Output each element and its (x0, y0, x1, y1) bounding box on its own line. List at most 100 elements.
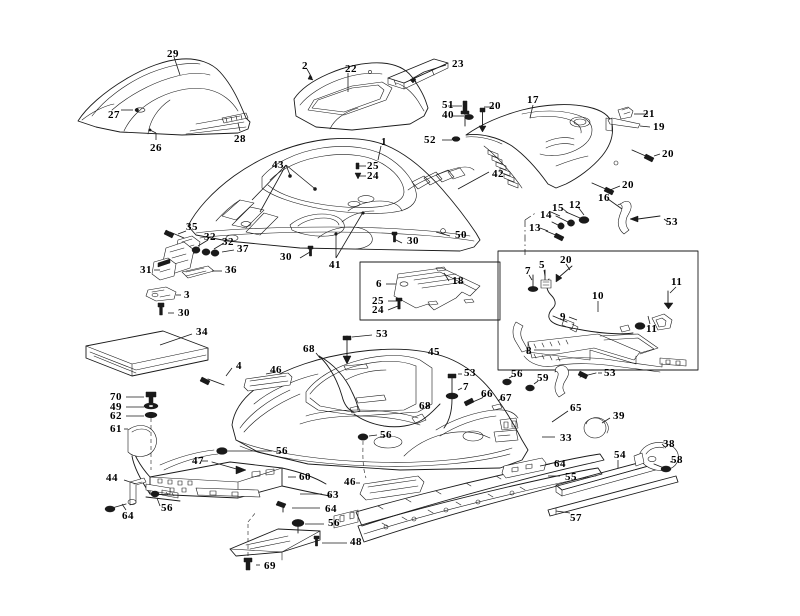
callout-35: 35 (186, 221, 198, 233)
callout-51: 51 (442, 99, 454, 111)
fastener-70 (145, 391, 157, 404)
fastener-7-b (445, 392, 459, 400)
callout-13: 13 (529, 222, 541, 234)
inset-bracket-detail-box (359, 261, 501, 321)
callout-7-b: 7 (463, 381, 469, 393)
callout-20-c: 20 (622, 179, 634, 191)
fastener-15 (555, 215, 575, 227)
callout-26: 26 (150, 142, 162, 154)
callout-65: 65 (570, 402, 582, 414)
callout-23: 23 (452, 58, 464, 70)
part-21-clip (617, 106, 634, 120)
fastener-56-c (216, 447, 228, 455)
part-44-bracket (127, 477, 181, 506)
callout-59: 59 (537, 372, 549, 384)
part-29-windshield (77, 58, 251, 136)
callout-41: 41 (329, 259, 341, 271)
callout-29: 29 (167, 48, 179, 60)
fastener-64-a (104, 503, 127, 513)
callout-67: 67 (500, 392, 512, 404)
callout-14: 14 (540, 209, 552, 221)
fastener-62 (144, 411, 158, 419)
callout-27: 27 (108, 109, 120, 121)
callout-21: 21 (643, 108, 655, 120)
fastener-59 (525, 384, 535, 392)
callout-47-arrow (211, 461, 247, 475)
part-39-ring (583, 417, 609, 439)
callout-11-a: 11 (671, 276, 683, 288)
callout-56-a: 56 (511, 368, 523, 380)
part-1-main-hood (187, 137, 481, 252)
callout-12: 12 (569, 199, 581, 211)
callout-16: 16 (598, 192, 610, 204)
callout-45: 45 (428, 346, 440, 358)
callout-3: 3 (184, 289, 190, 301)
callout-24-b: 24 (372, 304, 384, 316)
callout-38: 38 (663, 438, 675, 450)
part-22-hood-panel (293, 62, 429, 131)
fastener-53-top (342, 335, 352, 365)
callout-37: 37 (237, 243, 249, 255)
callout-58: 58 (671, 454, 683, 466)
fastener-12 (565, 211, 590, 224)
callout-56-e: 56 (328, 517, 340, 529)
part-55-tab (501, 457, 547, 479)
part-63-strip (195, 487, 261, 498)
callout-40: 40 (442, 109, 454, 121)
callout-52: 52 (424, 134, 436, 146)
fastener-56-d (291, 519, 305, 534)
callout-7-a: 7 (525, 265, 531, 277)
callout-20-a: 20 (489, 100, 501, 112)
fastener-5-inset (540, 269, 552, 289)
part-hook-53 (554, 365, 569, 398)
callout-70: 70 (110, 391, 122, 403)
callout-5: 5 (539, 259, 545, 271)
callout-15: 15 (552, 202, 564, 214)
callout-31: 31 (140, 264, 152, 276)
callout-44: 44 (106, 472, 118, 484)
callout-30-c: 30 (178, 307, 190, 319)
fastener-11-a (663, 290, 674, 310)
callout-36: 36 (225, 264, 237, 276)
callout-66: 66 (481, 388, 493, 400)
fastener-53-c (577, 370, 597, 380)
callout-64-b: 64 (325, 503, 337, 515)
callout-53-d: 53 (604, 367, 616, 379)
callout-30-b: 30 (280, 251, 292, 263)
callout-28: 28 (234, 133, 246, 145)
fastener-30-a (391, 231, 398, 243)
fastener-13 (545, 230, 565, 242)
callout-6: 6 (376, 278, 382, 290)
callout-68-a: 68 (303, 343, 315, 355)
callout-53-b: 53 (376, 328, 388, 340)
callout-33: 33 (560, 432, 572, 444)
fastener-11-b (634, 322, 646, 330)
part-34-foam-pad (85, 330, 209, 377)
callout-39: 39 (613, 410, 625, 422)
part-28-vent (221, 112, 249, 124)
part-38-housing (633, 442, 679, 471)
part-16-bracket (617, 200, 632, 235)
part-60-front-frame (129, 439, 331, 499)
callout-4: 4 (236, 360, 242, 372)
callout-25-a: 25 (367, 160, 379, 172)
fastener-7-inset (527, 274, 539, 292)
callout-9: 9 (560, 311, 566, 323)
callout-48: 48 (350, 536, 362, 548)
callout-32-b: 32 (222, 236, 234, 248)
callout-68-b: 68 (419, 400, 431, 412)
callout-47: 47 (192, 455, 204, 467)
part-48-plate (229, 528, 321, 561)
fastener-56-b (357, 433, 369, 441)
fastener-48-screw (313, 535, 320, 547)
part-4-screw (199, 376, 225, 386)
callout-55: 55 (565, 471, 577, 483)
callout-69: 69 (264, 560, 276, 572)
fastener-30-b (307, 245, 314, 257)
fastener-53-b (447, 373, 457, 395)
callout-32-a: 32 (204, 231, 216, 243)
callout-54: 54 (614, 449, 626, 461)
callout-22: 22 (345, 63, 357, 75)
